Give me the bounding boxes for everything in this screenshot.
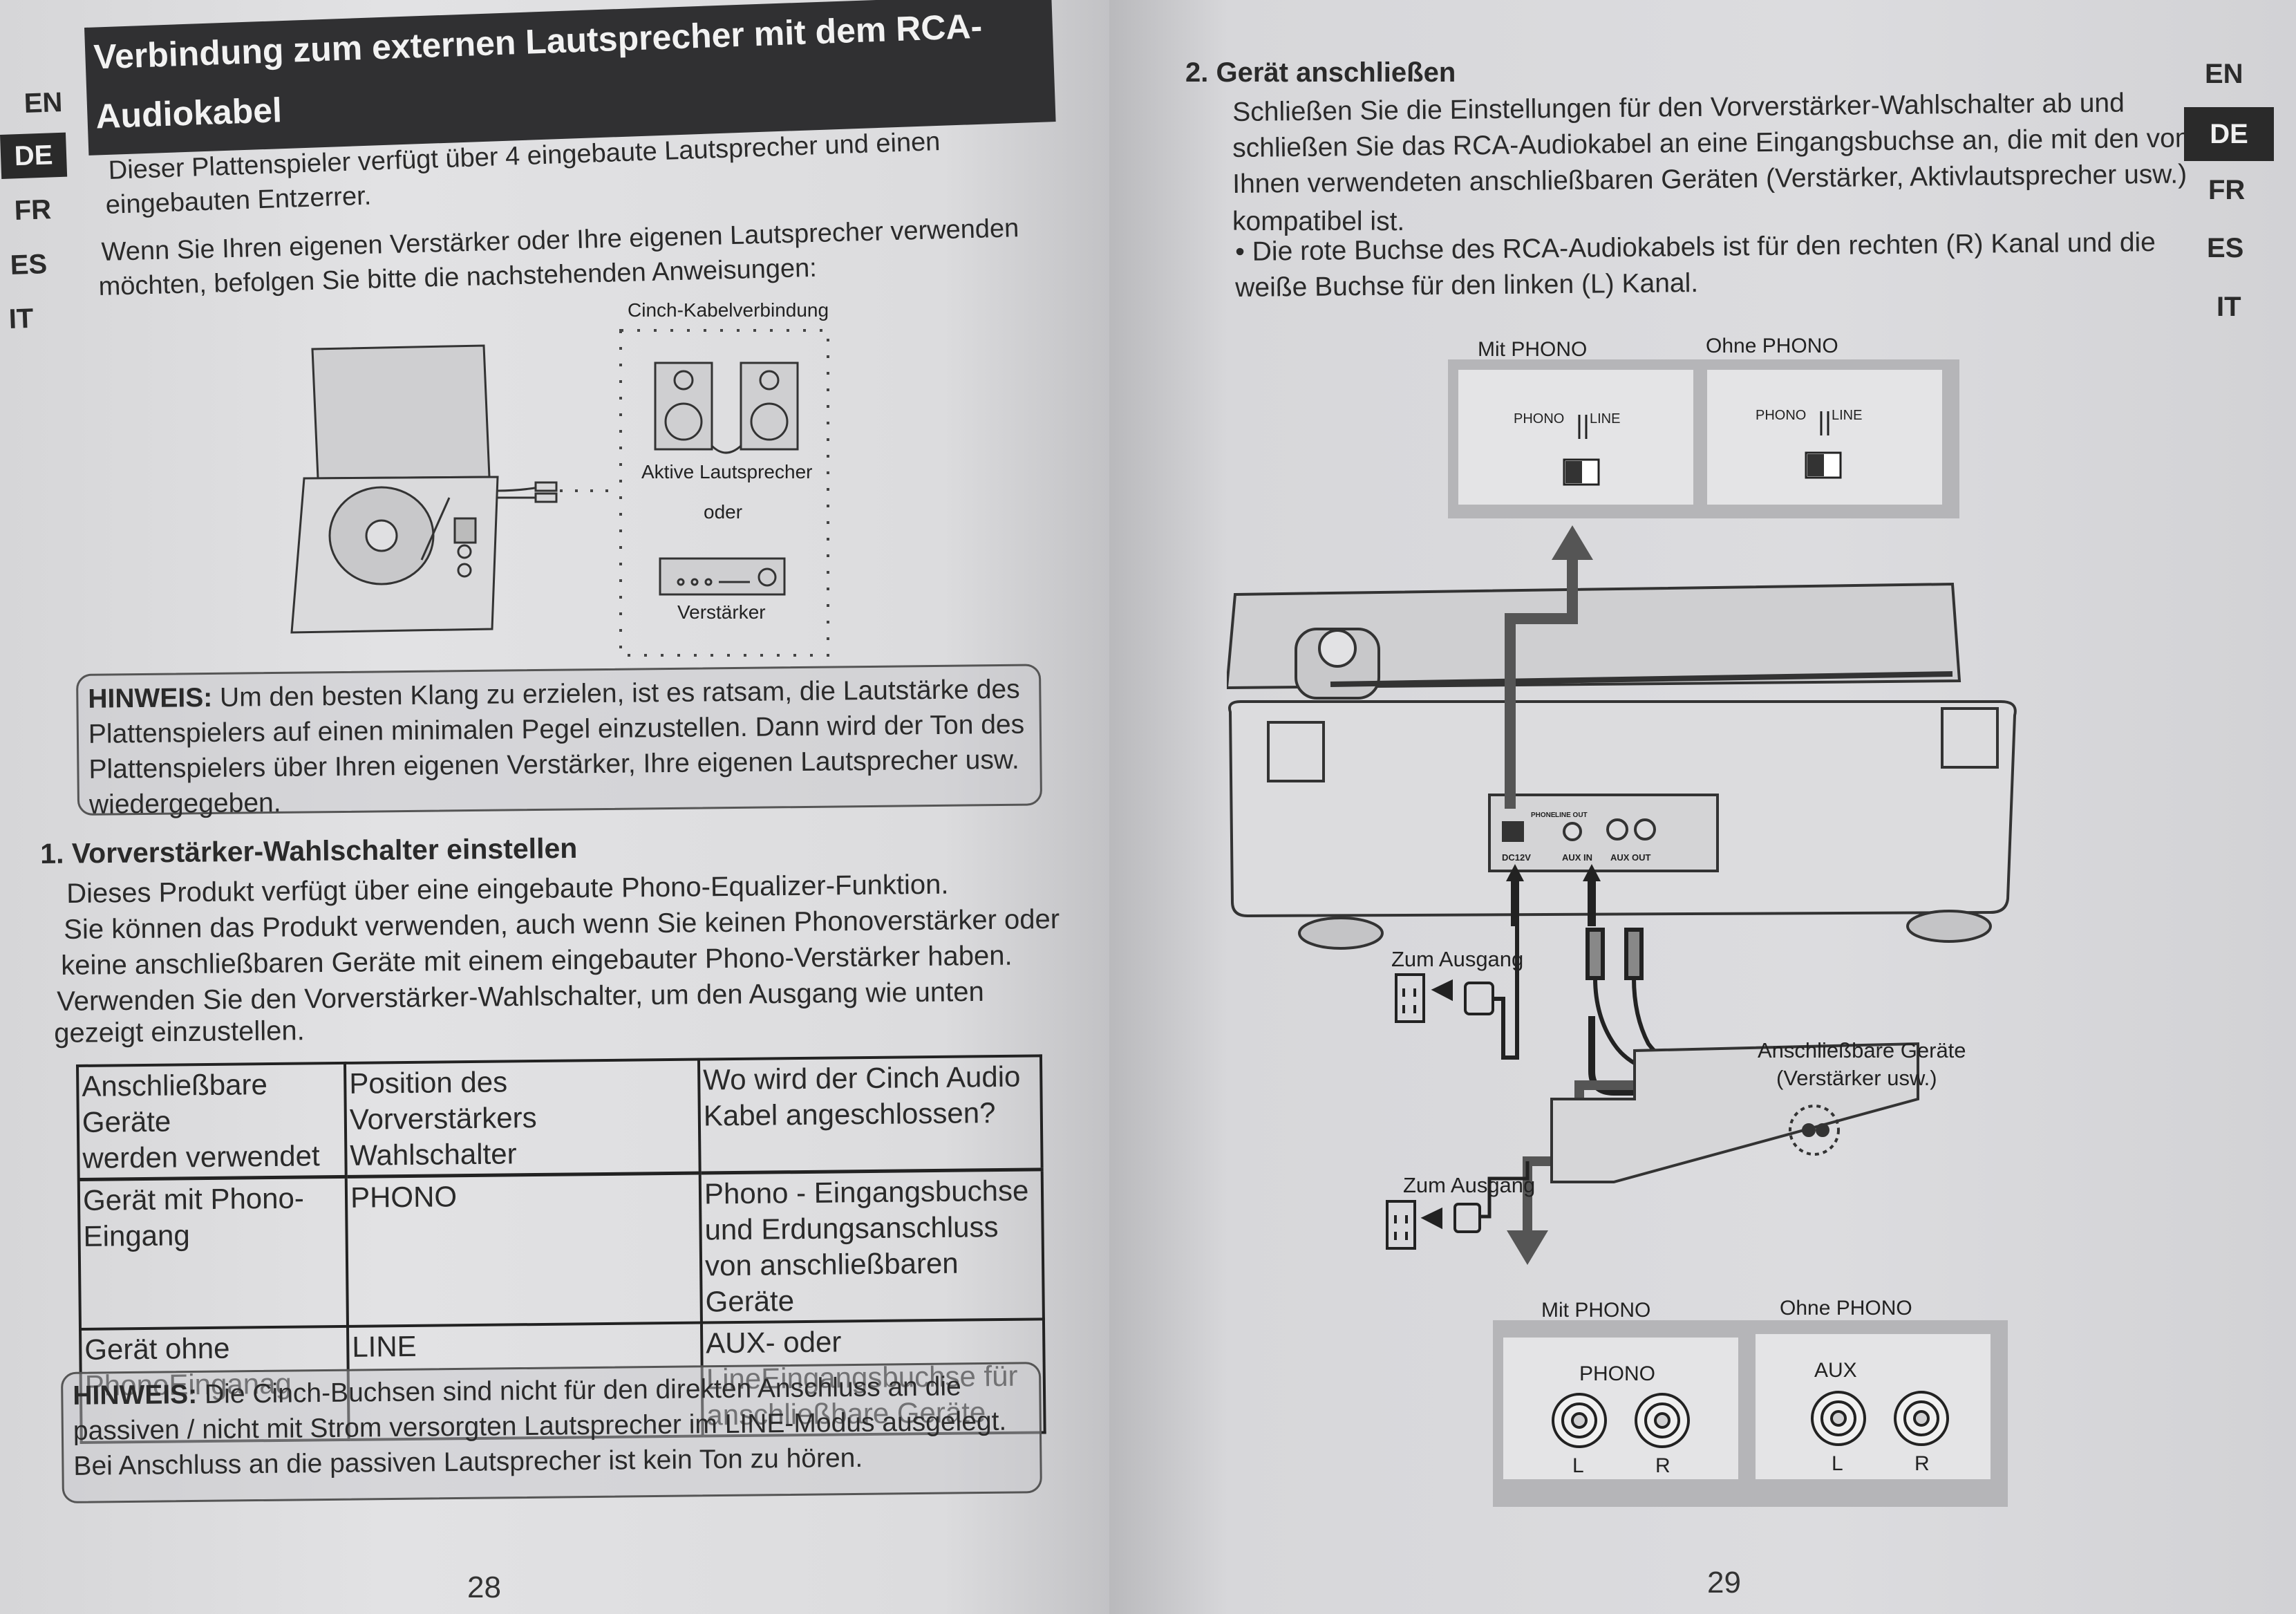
switch1-phono-label: PHONO — [1514, 411, 1564, 426]
page-number-left: 28 — [467, 1570, 501, 1604]
turntable-illustration — [290, 344, 558, 634]
note-box-volume: HINWEIS: Um den besten Klang zu erzielen… — [76, 664, 1043, 820]
section2-line6: weiße Buchse für den linken (L) Kanal. — [1235, 268, 1699, 303]
note1-line1: Um den besten Klang zu erzielen, ist es … — [211, 674, 1020, 713]
connection-arrows — [1505, 525, 1655, 1265]
section2-line4: kompatibel ist. — [1232, 207, 1405, 236]
amplifier-illustration — [659, 557, 786, 596]
lang-tab-fr: FR — [2208, 175, 2246, 205]
active-speakers-illustration — [654, 362, 799, 454]
switch1-line-label: LINE — [1590, 411, 1620, 426]
amplifier-side-view — [1550, 1042, 1919, 1183]
page-number-right: 29 — [1707, 1566, 1741, 1599]
panel-dc-label: DC12V — [1502, 852, 1531, 863]
lang-tab-fr: FR — [14, 194, 52, 226]
lang-tab-de-active: DE — [0, 132, 68, 179]
note2-line1: Die Cinch-Buchsen sind nicht für den dir… — [196, 1371, 961, 1409]
switch2-phono-label: PHONO — [1756, 408, 1806, 423]
left-page: EN DE FR ES IT Verbindung zum externen L… — [0, 0, 1109, 1614]
bottom-ohne-phono-label: Ohne PHONO — [1780, 1297, 1912, 1320]
connection-diagram-detail: Mit PHONO Ohne PHONO PHONO LINE PHONO LI… — [1227, 335, 2017, 1507]
lang-tab-de-active: DE — [2184, 107, 2274, 161]
note-box-passive-speakers: HINWEIS: Die Cinch-Buchsen sind nicht fü… — [61, 1362, 1042, 1503]
amplifier-label: Verstärker — [677, 601, 766, 623]
devices-label-line1: Anschließbare Geräte — [1758, 1038, 1966, 1062]
lang-tab-en: EN — [2205, 59, 2243, 89]
jack-aux-label: AUX — [1814, 1359, 1857, 1382]
switch2-line-label: LINE — [1832, 408, 1862, 423]
zum-ausgang-label-top: Zum Ausgang — [1391, 947, 1523, 971]
panel-lineout-label: LINE OUT — [1555, 811, 1588, 819]
panel-phone-label: PHONE — [1531, 811, 1556, 819]
panel-auxout-label: AUX OUT — [1610, 852, 1651, 863]
active-speakers-label: Aktive Lautsprecher — [641, 461, 812, 482]
lang-tab-it: IT — [8, 303, 35, 335]
jack-aux-l-label: L — [1832, 1452, 1843, 1475]
jack-aux-r-label: R — [1914, 1452, 1930, 1475]
jack-phono-label: PHONO — [1579, 1362, 1655, 1385]
note2-label: HINWEIS: — [73, 1379, 198, 1411]
zum-ausgang-label-bottom: Zum Ausgang — [1403, 1173, 1535, 1197]
table-cell: PHONO — [346, 1173, 702, 1326]
oder-label: oder — [704, 501, 742, 523]
top-mit-phono-label: Mit PHONO — [1478, 338, 1587, 361]
bottom-mit-phono-label: Mit PHONO — [1541, 1299, 1650, 1322]
cinch-connection-label: Cinch-Kabelverbindung — [628, 299, 829, 321]
jack-phono-r-label: R — [1655, 1454, 1671, 1477]
bottom-jack-panel — [1493, 1320, 2008, 1507]
turntable-side-view — [1227, 582, 2017, 950]
top-switch-panel — [1448, 359, 1959, 518]
lang-tab-it: IT — [2217, 292, 2241, 322]
section1-line5: gezeigt einzustellen. — [54, 1015, 305, 1049]
note1-label: HINWEIS: — [88, 682, 213, 714]
connection-diagram: Cinch-Kabelverbindung Aktive Lautspreche… — [290, 299, 829, 657]
top-ohne-phono-label: Ohne PHONO — [1706, 335, 1838, 357]
section2-heading: 2. Gerät anschließen — [1185, 57, 1456, 88]
lang-tab-en: EN — [23, 87, 64, 119]
jack-phono-l-label: L — [1572, 1454, 1584, 1477]
right-page: EN DE FR ES IT 2. Gerät anschließen Schl… — [1109, 0, 2296, 1614]
lang-tab-es: ES — [2207, 233, 2244, 263]
devices-label-line2: (Verstärker usw.) — [1776, 1066, 1937, 1090]
table-row: Gerät mit Phono-Eingang PHONO Phono - Ei… — [78, 1169, 1044, 1329]
section1-heading: 1. Vorverstärker-Wahlschalter einstellen — [40, 832, 578, 870]
power-plug-icon — [1386, 926, 1530, 1250]
lang-tab-es: ES — [10, 249, 48, 281]
panel-auxin-label: AUX IN — [1562, 852, 1592, 863]
table-cell: Gerät mit Phono-Eingang — [78, 1176, 348, 1329]
